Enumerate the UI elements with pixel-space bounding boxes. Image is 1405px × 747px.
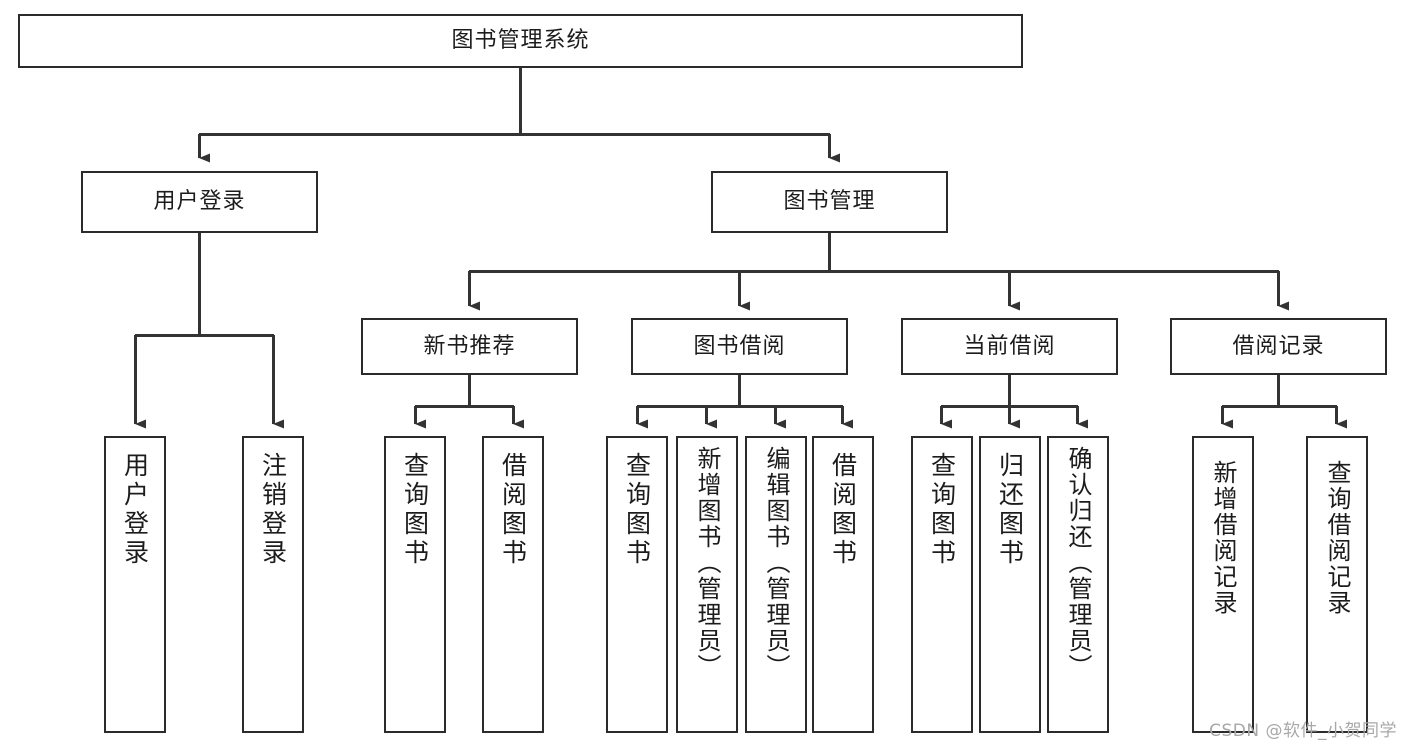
leaf-book-borrow-edit[interactable]: 编辑图书（管理员）: [745, 436, 807, 733]
leaf-current-borrow-confirm-label: 确认归还（管理员）: [1064, 446, 1092, 680]
leaf-current-borrow-query-label: 查询图书: [927, 452, 957, 568]
leaf-current-borrow-return[interactable]: 归还图书: [979, 436, 1041, 733]
leaf-user-login-login-label: 用户登录: [120, 452, 150, 568]
leaf-user-login-login[interactable]: 用户登录: [104, 436, 166, 733]
leaf-current-borrow-confirm[interactable]: 确认归还（管理员）: [1047, 436, 1109, 733]
leaf-book-borrow-borrow-label: 借阅图书: [828, 452, 858, 568]
leaf-current-borrow-return-label: 归还图书: [995, 452, 1025, 568]
leaf-borrow-record-add[interactable]: 新增借阅记录: [1192, 436, 1254, 733]
node-root-label: 图书管理系统: [451, 28, 590, 54]
leaf-user-login-logout-label: 注销登录: [258, 452, 288, 568]
node-book-borrow[interactable]: 图书借阅: [631, 318, 848, 375]
node-current-borrow-label: 当前借阅: [963, 333, 1056, 359]
csdn-watermark: CSDN @软件_小贺同学: [1209, 721, 1397, 741]
leaf-current-borrow-query[interactable]: 查询图书: [911, 436, 973, 733]
leaf-book-borrow-borrow[interactable]: 借阅图书: [812, 436, 874, 733]
node-borrow-record[interactable]: 借阅记录: [1170, 318, 1387, 375]
leaf-new-book-borrow-label: 借阅图书: [498, 452, 528, 568]
leaf-user-login-logout[interactable]: 注销登录: [242, 436, 304, 733]
leaf-borrow-record-query-label: 查询借阅记录: [1323, 460, 1351, 616]
leaf-borrow-record-add-label: 新增借阅记录: [1209, 460, 1237, 616]
node-new-book-recommend[interactable]: 新书推荐: [361, 318, 578, 375]
node-current-borrow[interactable]: 当前借阅: [901, 318, 1118, 375]
leaf-borrow-record-query[interactable]: 查询借阅记录: [1306, 436, 1368, 733]
leaf-book-borrow-add[interactable]: 新增图书（管理员）: [676, 436, 738, 733]
leaf-new-book-borrow[interactable]: 借阅图书: [482, 436, 544, 733]
leaf-book-borrow-edit-label: 编辑图书（管理员）: [762, 446, 790, 680]
leaf-new-book-query-label: 查询图书: [400, 452, 430, 568]
node-book-management-label: 图书管理: [783, 189, 876, 215]
node-user-login[interactable]: 用户登录: [81, 171, 318, 233]
node-borrow-record-label: 借阅记录: [1232, 333, 1325, 359]
leaf-book-borrow-add-label: 新增图书（管理员）: [693, 446, 721, 680]
node-new-book-recommend-label: 新书推荐: [423, 333, 516, 359]
leaf-book-borrow-query-label: 查询图书: [622, 452, 652, 568]
node-book-borrow-label: 图书借阅: [693, 333, 786, 359]
node-book-management[interactable]: 图书管理: [711, 171, 948, 233]
node-root[interactable]: 图书管理系统: [18, 14, 1023, 68]
leaf-book-borrow-query[interactable]: 查询图书: [606, 436, 668, 733]
leaf-new-book-query[interactable]: 查询图书: [384, 436, 446, 733]
node-user-login-label: 用户登录: [153, 189, 246, 215]
